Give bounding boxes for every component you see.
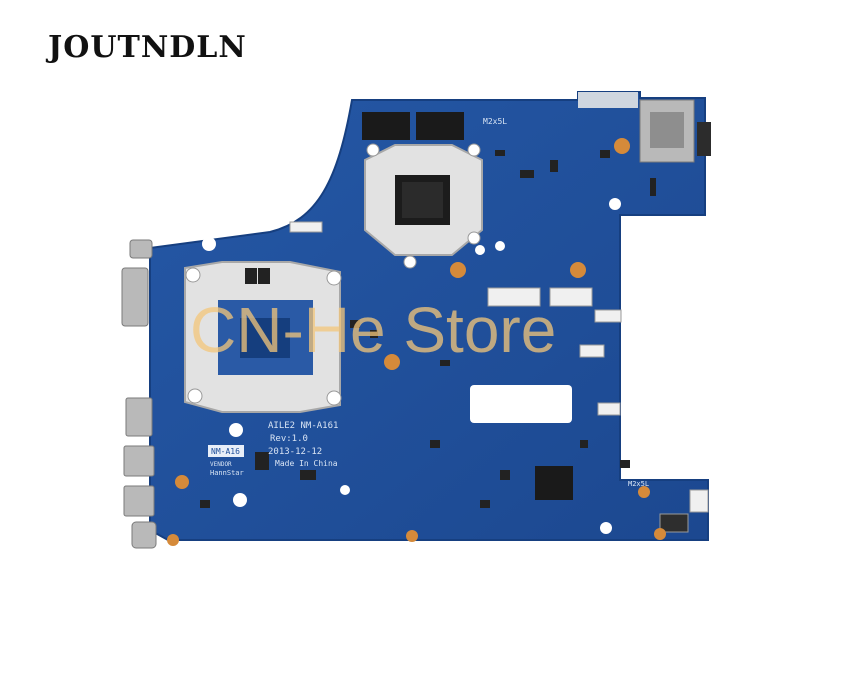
audio-jack xyxy=(131,521,157,549)
board-revision-text: Rev:1.0 xyxy=(270,434,308,444)
screw-label-right: M2x5L xyxy=(628,480,649,488)
dc-jack xyxy=(129,239,153,259)
vga-port xyxy=(121,267,149,327)
board-model-text: AILE2 NM-A161 xyxy=(268,421,338,431)
usb-port-1 xyxy=(123,445,155,477)
hdmi-port xyxy=(125,397,153,437)
brand-logo-text: JOUTNDLN xyxy=(48,30,247,65)
small-components xyxy=(200,150,656,508)
usb-port-2 xyxy=(123,485,155,517)
mounting-holes xyxy=(202,198,621,534)
cpu-bracket xyxy=(184,261,342,413)
vendor-label-text: VENDOR xyxy=(210,461,232,468)
top-connectors xyxy=(578,92,711,163)
board-origin-text: Made In China xyxy=(275,459,338,468)
cutout-window xyxy=(470,385,572,423)
pcb-board xyxy=(149,91,709,541)
store-watermark: CN-He Store xyxy=(190,294,556,366)
left-ports xyxy=(121,239,157,549)
gpu-heatsink xyxy=(364,143,483,269)
memory-chips xyxy=(362,112,464,140)
board-tag-text: NM-A16 xyxy=(211,447,240,456)
controller-chip xyxy=(535,466,573,500)
lan-connector xyxy=(578,92,638,108)
board-date-text: 2013-12-12 xyxy=(268,447,322,457)
ribbon-connectors xyxy=(289,221,709,533)
vendor-name-text: HannStar xyxy=(210,469,244,477)
screw-label-top: M2x5L xyxy=(483,117,507,126)
copper-pads xyxy=(167,138,666,546)
